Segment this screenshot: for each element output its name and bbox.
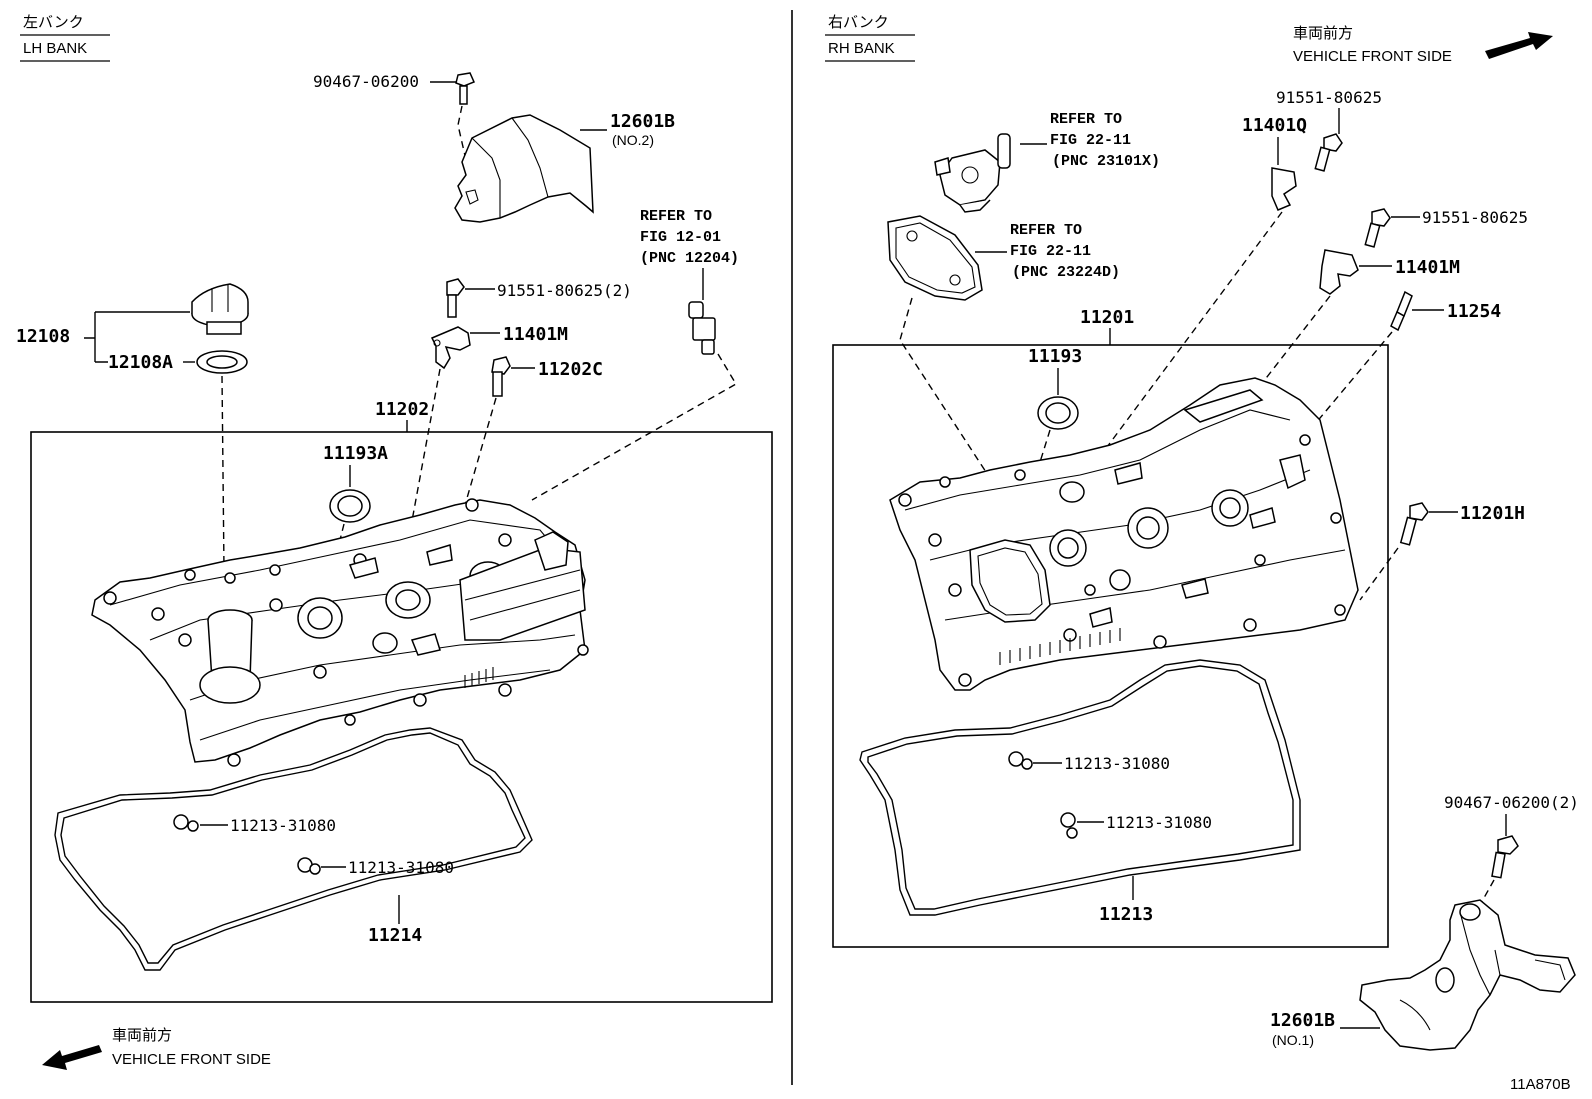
rh-label-11254: 11254 xyxy=(1447,301,1501,322)
rh-bank-label-en: RH BANK xyxy=(828,40,895,57)
rh-bolt-91551-a-icon xyxy=(1314,133,1343,172)
rh-gasket-11213-icon xyxy=(859,659,1301,916)
lh-bank-header: 左バンク LH BANK xyxy=(20,13,110,62)
rh-engine-cover-12601b-icon xyxy=(1359,899,1576,1051)
rh-front-label-jp: 車両前方 xyxy=(1293,24,1353,42)
lh-label-11214: 11214 xyxy=(368,925,422,946)
lh-clip-b-icon xyxy=(297,857,321,875)
lh-gasket-11214-icon xyxy=(54,727,533,971)
rh-bolt-90467-icon xyxy=(1491,835,1519,879)
lh-engine-cover-12601b-icon xyxy=(454,114,594,223)
lh-label-11401m: 11401M xyxy=(503,324,568,345)
rh-label-12601b-sub: (NO.1) xyxy=(1272,1032,1314,1048)
lh-bank-label-en: LH BANK xyxy=(23,40,87,57)
rh-throttle-gasket-icon xyxy=(887,215,983,301)
lh-label-11213-a: 11213-31080 xyxy=(230,816,336,835)
lh-bolt-91551-icon xyxy=(446,278,465,318)
rh-label-11401q: 11401Q xyxy=(1242,115,1307,136)
rh-refa-line3: (PNC 23101X) xyxy=(1052,153,1160,170)
lh-ref-line1: REFER TO xyxy=(640,208,712,225)
lh-label-12108a: 12108A xyxy=(108,352,173,373)
lh-ref-line2: FIG 12-01 xyxy=(640,229,721,246)
lh-label-11193a: 11193A xyxy=(323,443,388,464)
rh-label-11201h: 11201H xyxy=(1460,503,1525,524)
rh-label-11201: 11201 xyxy=(1080,307,1134,328)
lh-front-label-jp: 車両前方 xyxy=(112,1026,172,1044)
lh-vehicle-front-indicator: 車両前方 VEHICLE FRONT SIDE xyxy=(42,1026,271,1070)
rh-refb-line1: REFER TO xyxy=(1010,222,1082,239)
rh-label-11213-a: 11213-31080 xyxy=(1064,754,1170,773)
lh-sensor-11401m-icon xyxy=(430,326,471,370)
rh-label-11213-b: 11213-31080 xyxy=(1106,813,1212,832)
front-arrow-right-icon xyxy=(1485,32,1553,59)
lh-oil-filler-cap-icon xyxy=(191,283,249,335)
rh-vehicle-front-indicator: 車両前方 VEHICLE FRONT SIDE xyxy=(1293,24,1553,65)
lh-label-11202: 11202 xyxy=(375,399,429,420)
lh-label-11202c: 11202C xyxy=(538,359,603,380)
front-arrow-left-icon xyxy=(42,1045,102,1070)
lh-label-91551: 91551-80625(2) xyxy=(497,281,632,300)
rh-cylinder-head-cover-icon xyxy=(889,377,1359,691)
rh-clip-b-icon xyxy=(1060,812,1078,839)
rh-clip-a-icon xyxy=(1008,751,1033,770)
rh-bank-label-jp: 右バンク xyxy=(828,13,889,31)
rh-label-90467: 90467-06200(2) xyxy=(1444,793,1579,812)
lh-ref-line3: (PNC 12204) xyxy=(640,250,739,267)
lh-label-90467: 90467-06200 xyxy=(313,72,419,91)
lh-seal-11193a-icon xyxy=(329,489,371,523)
rh-label-91551-a: 91551-80625 xyxy=(1276,88,1382,107)
rh-plug-11254-icon xyxy=(1390,290,1413,332)
rh-bank-header: 右バンク RH BANK xyxy=(825,13,915,62)
figure-code: 11A870B xyxy=(1510,1076,1571,1093)
lh-front-label-en: VEHICLE FRONT SIDE xyxy=(112,1051,271,1068)
lh-bank-label-jp: 左バンク xyxy=(23,13,84,31)
rh-sensor-11401q-icon xyxy=(1271,167,1297,211)
rh-refb-line3: (PNC 23224D) xyxy=(1012,264,1120,281)
rh-bolt-91551-b-icon xyxy=(1364,208,1391,248)
rh-refa-line1: REFER TO xyxy=(1050,111,1122,128)
rh-label-11193: 11193 xyxy=(1028,346,1082,367)
rh-seal-11193-icon xyxy=(1037,396,1079,430)
lh-label-12601b-sub: (NO.2) xyxy=(612,132,654,148)
rh-refb-line2: FIG 22-11 xyxy=(1010,243,1091,260)
lh-bolt-90467-icon xyxy=(455,72,476,105)
lh-cylinder-head-cover-icon xyxy=(91,498,589,767)
lh-label-12601b: 12601B xyxy=(610,111,675,132)
lh-stud-11202c-icon xyxy=(491,356,511,397)
lh-label-12108: 12108 xyxy=(16,326,70,347)
rh-front-label-en: VEHICLE FRONT SIDE xyxy=(1293,48,1452,65)
lh-label-11213-b: 11213-31080 xyxy=(348,858,454,877)
rh-label-11401m: 11401M xyxy=(1395,257,1460,278)
lh-cap-gasket-icon xyxy=(196,350,248,374)
lh-spark-plug-icon xyxy=(688,301,716,355)
rh-label-91551-b: 91551-80625 xyxy=(1422,208,1528,227)
rh-stud-11201h-icon xyxy=(1399,502,1429,546)
lh-clip-a-icon xyxy=(173,814,199,832)
lh-assembly-box xyxy=(30,431,773,1003)
rh-sensor-11401m-icon xyxy=(1319,249,1359,295)
rh-label-11213: 11213 xyxy=(1099,904,1153,925)
rh-refa-line2: FIG 22-11 xyxy=(1050,132,1131,149)
rh-vsv-valve-icon xyxy=(934,133,1011,213)
rh-label-12601b: 12601B xyxy=(1270,1010,1335,1031)
